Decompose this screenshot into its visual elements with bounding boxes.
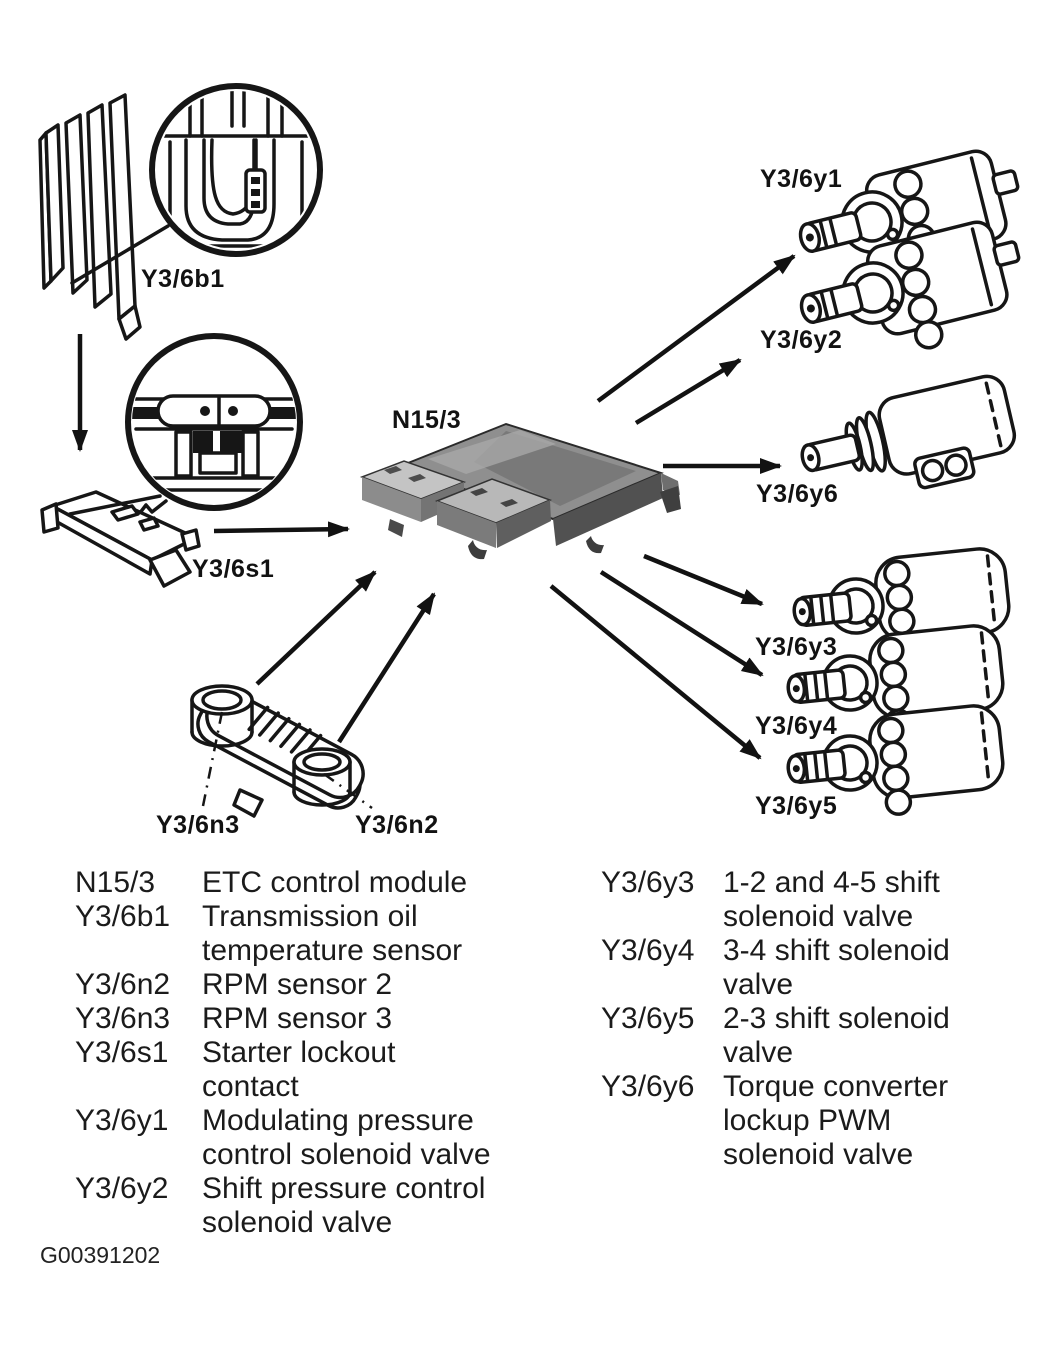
- legend-term: Y3/6s1: [75, 1036, 169, 1069]
- legend-desc: Torque converter lockup PWM solenoid val…: [723, 1070, 949, 1171]
- starter-lockout-drawing: [40, 490, 201, 588]
- solenoid-y6-drawing: [800, 374, 1017, 490]
- control-module-drawing: [359, 422, 681, 560]
- legend-row: Y3/6n2 RPM sensor 2: [75, 968, 555, 1002]
- legend-term: Y3/6y4: [601, 934, 695, 967]
- legend-term: Y3/6n2: [75, 968, 171, 1001]
- part-label-y3-6y3: Y3/6y3: [755, 633, 838, 661]
- legend-row: Y3/6y6 Torque converter lockup PWM solen…: [601, 1070, 1041, 1172]
- connection-arrows: [72, 254, 796, 760]
- legend-term: Y3/6y1: [75, 1104, 169, 1137]
- arrow-s1-to-module: [213, 521, 350, 538]
- figure-id: G00391202: [40, 1242, 161, 1268]
- temp-sensor-drawing: [38, 93, 170, 341]
- part-label-y3-6y6: Y3/6y6: [756, 480, 839, 508]
- starter-lockout-magnifier: [125, 333, 303, 520]
- arrow-module-to-y2: [634, 358, 742, 425]
- part-label-y3-6y4: Y3/6y4: [755, 712, 838, 740]
- part-label-n15-3: N15/3: [392, 406, 462, 434]
- arrow-module-to-y3: [643, 553, 764, 607]
- legend-row: Y3/6b1 Transmission oil temperature sens…: [75, 900, 555, 968]
- legend-row: Y3/6y3 1-2 and 4-5 shift solenoid valve: [601, 866, 1041, 934]
- legend-row: Y3/6y1 Modulating pressure control solen…: [75, 1104, 555, 1172]
- temp-sensor-magnifier: [149, 83, 323, 257]
- arrow-module-to-y4: [599, 570, 764, 677]
- legend-row: Y3/6n3 RPM sensor 3: [75, 1002, 555, 1036]
- legend-desc: Starter lockout contact: [202, 1036, 396, 1103]
- legend-left-column: N15/3 ETC control module Y3/6b1 Transmis…: [75, 866, 555, 1240]
- part-label-y3-6s1: Y3/6s1: [192, 555, 275, 583]
- legend-term: Y3/6b1: [75, 900, 171, 933]
- legend-row: Y3/6y5 2-3 shift solenoid valve: [601, 1002, 1041, 1070]
- legend-term: N15/3: [75, 866, 156, 899]
- legend-row: Y3/6s1 Starter lockout contact: [75, 1036, 555, 1104]
- arrow-n2-to-module: [337, 592, 436, 744]
- legend-term: Y3/6y6: [601, 1070, 695, 1103]
- legend-term: Y3/6n3: [75, 1002, 171, 1035]
- legend-desc: RPM sensor 2: [202, 968, 393, 1001]
- part-label-y3-6b1: Y3/6b1: [141, 265, 225, 293]
- legend-row: N15/3 ETC control module: [75, 866, 555, 900]
- legend-term: Y3/6y3: [601, 866, 695, 899]
- part-label-y3-6n3: Y3/6n3: [156, 811, 240, 839]
- legend-desc: 2-3 shift solenoid valve: [723, 1002, 950, 1069]
- legend-term: Y3/6y5: [601, 1002, 695, 1035]
- arrow-n3-to-module: [255, 570, 377, 686]
- legend-row: Y3/6y4 3-4 shift solenoid valve: [601, 934, 1041, 1002]
- legend-desc: Shift pressure control solenoid valve: [202, 1172, 486, 1239]
- legend-desc: Transmission oil temperature sensor: [202, 900, 463, 967]
- part-label-y3-6y1: Y3/6y1: [760, 165, 843, 193]
- part-label-y3-6y2: Y3/6y2: [760, 326, 843, 354]
- legend-desc: 1-2 and 4-5 shift solenoid valve: [723, 866, 940, 933]
- arrow-module-to-y5: [549, 584, 762, 760]
- legend-row: Y3/6y2 Shift pressure control solenoid v…: [75, 1172, 555, 1240]
- legend-desc: 3-4 shift solenoid valve: [723, 934, 950, 1001]
- part-label-y3-6y5: Y3/6y5: [755, 792, 838, 820]
- rpm-sensor-drawing: [190, 684, 373, 818]
- part-label-y3-6n2: Y3/6n2: [355, 811, 439, 839]
- legend-desc: Modulating pressure control solenoid val…: [202, 1104, 491, 1171]
- arrow-module-to-y1: [596, 254, 796, 403]
- legend-term: Y3/6y2: [75, 1172, 169, 1205]
- legend-right-column: Y3/6y3 1-2 and 4-5 shift solenoid valve …: [601, 866, 1041, 1172]
- legend-desc: RPM sensor 3: [202, 1002, 393, 1035]
- legend-desc: ETC control module: [202, 866, 468, 899]
